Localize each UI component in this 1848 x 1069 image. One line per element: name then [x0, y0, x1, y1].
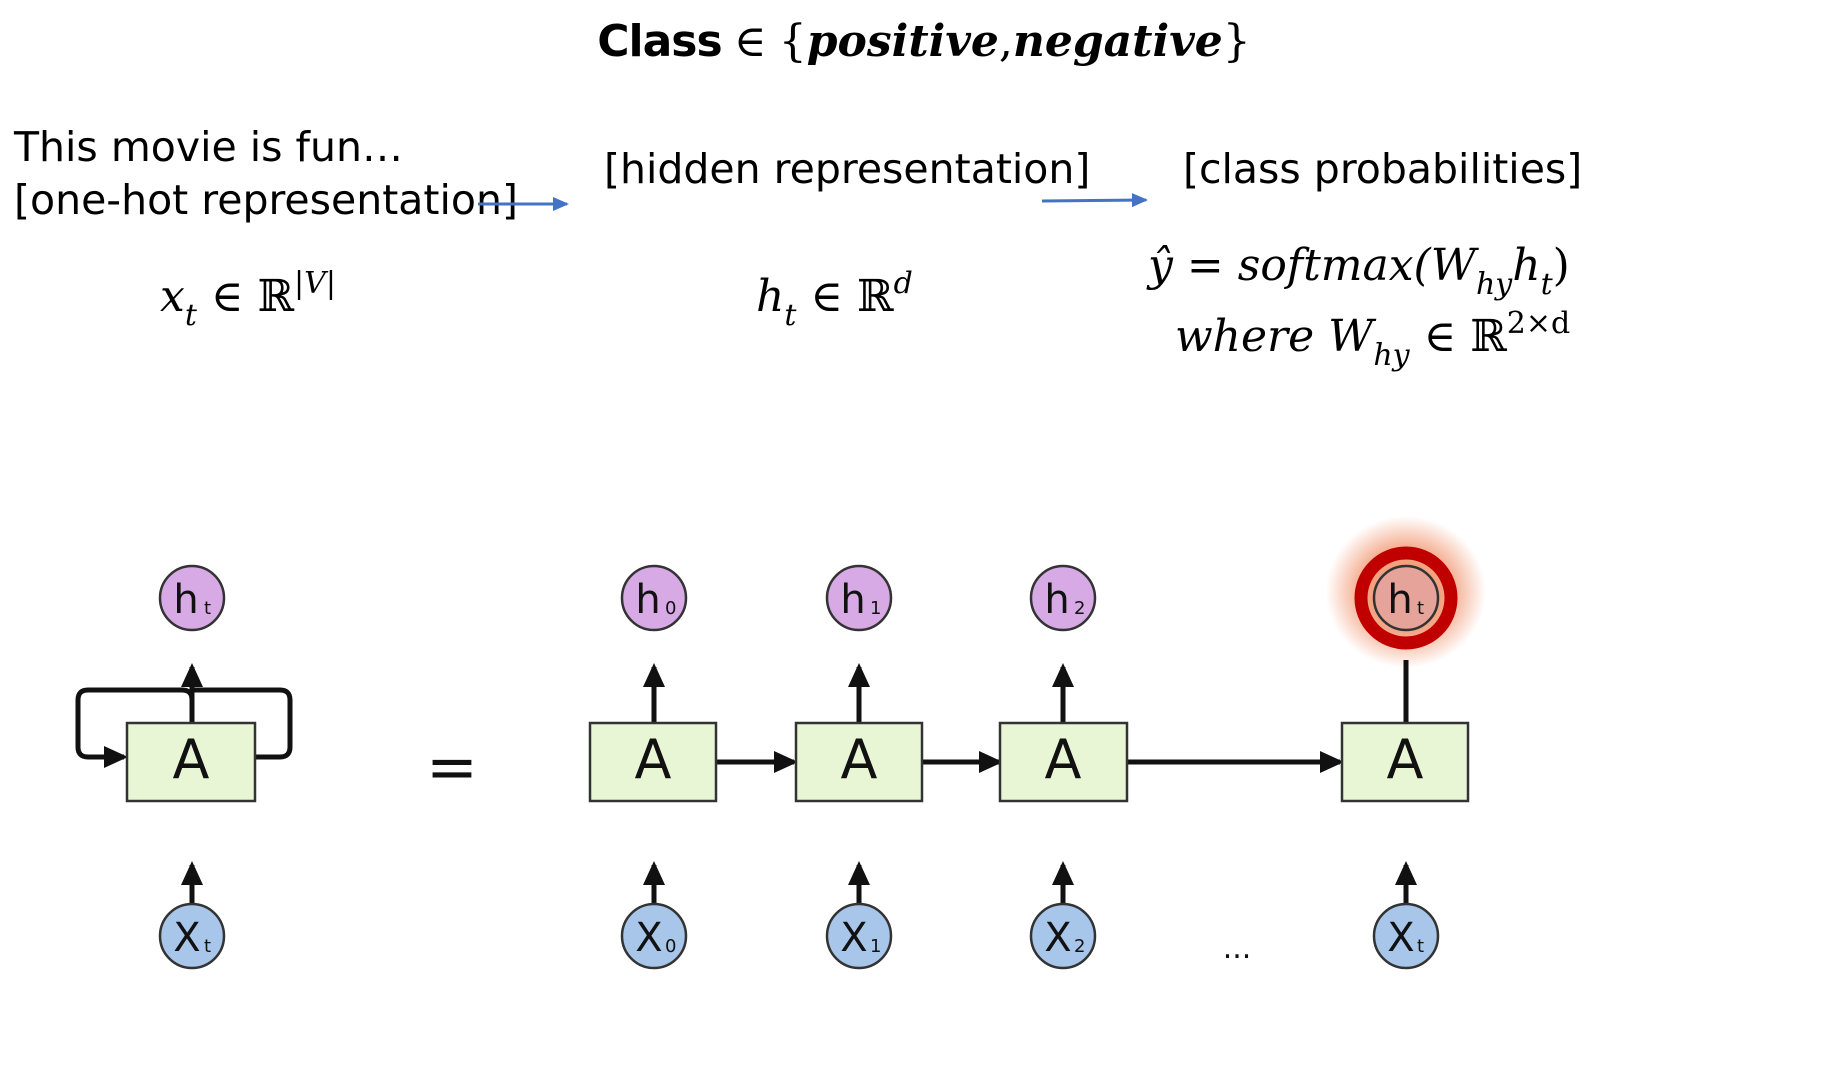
x2-label: X — [1044, 915, 1071, 961]
ht-label: h — [1387, 577, 1412, 623]
h2-label: h — [1044, 577, 1069, 623]
rnn-cell-2 — [998, 721, 1129, 803]
x2-subscript: 2 — [1074, 936, 1085, 957]
hidden-formula: ht ∈ ℝd — [756, 266, 913, 333]
h0-label: h — [635, 577, 660, 623]
left-brace: { — [778, 16, 807, 67]
x0-label: X — [635, 915, 662, 961]
h2-subscript: 2 — [1074, 598, 1085, 619]
rnn-cell-t — [1340, 721, 1470, 803]
x-label: X — [173, 915, 200, 961]
ht-subscript: t — [1417, 598, 1424, 619]
x0-subscript: 0 — [665, 936, 676, 957]
rnn-cell-0 — [588, 721, 718, 803]
x1-label: X — [840, 915, 867, 961]
input-representation-label: [one-hot representation] — [14, 176, 518, 224]
weight-dimension-formula: where Why ∈ ℝ2×d — [1175, 306, 1571, 373]
input-node-2 — [1029, 902, 1097, 970]
equals-sign: = — [426, 730, 478, 803]
hidden-state-node-0 — [620, 564, 688, 632]
rnn-cell — [125, 721, 257, 803]
x-subscript: t — [204, 936, 211, 957]
pipeline-arrow-2 — [1041, 193, 1148, 208]
input-formula: xt ∈ ℝ|V| — [160, 266, 336, 333]
hidden-state-node-1 — [825, 564, 893, 632]
input-node-1 — [825, 902, 893, 970]
cell-1-label: A — [841, 728, 878, 791]
h1-label: h — [840, 577, 865, 623]
hidden-state-node — [158, 564, 226, 632]
class-word: Class — [597, 16, 722, 67]
ellipsis: ... — [1223, 931, 1252, 966]
rnn-cell-1 — [794, 721, 924, 803]
hidden-state-node-2 — [1029, 564, 1097, 632]
right-brace: } — [1222, 16, 1251, 67]
class-set-title: Class ∈ {positive,negative} — [0, 12, 1848, 72]
xt-subscript: t — [1417, 936, 1424, 957]
highlight-ring — [1354, 546, 1458, 650]
input-sentence: This movie is fun… — [14, 123, 403, 171]
hidden-representation-label: [hidden representation] — [604, 145, 1091, 193]
xt-label: X — [1387, 915, 1414, 961]
negative-label: negative — [1012, 16, 1223, 67]
cell-2-label: A — [1045, 728, 1082, 791]
h1-subscript: 1 — [870, 598, 881, 619]
element-of-symbol: ∈ — [733, 16, 767, 67]
input-node-t — [1372, 902, 1440, 970]
class-probabilities-label: [class probabilities] — [1183, 145, 1583, 193]
comma: , — [998, 16, 1013, 67]
cell-label: A — [173, 728, 210, 791]
h0-subscript: 0 — [665, 598, 676, 619]
x1-subscript: 1 — [870, 936, 881, 957]
final-hidden-state-node — [1372, 564, 1440, 632]
recurrent-loop-right — [192, 687, 293, 760]
h-subscript: t — [204, 598, 211, 619]
h-label: h — [173, 577, 198, 623]
cell-0-label: A — [635, 728, 672, 791]
positive-label: positive — [806, 16, 999, 67]
input-node — [158, 902, 226, 970]
input-node-0 — [620, 902, 688, 970]
softmax-formula: ŷ = softmax(Whyht) — [1148, 240, 1570, 302]
cell-t-label: A — [1387, 728, 1424, 791]
